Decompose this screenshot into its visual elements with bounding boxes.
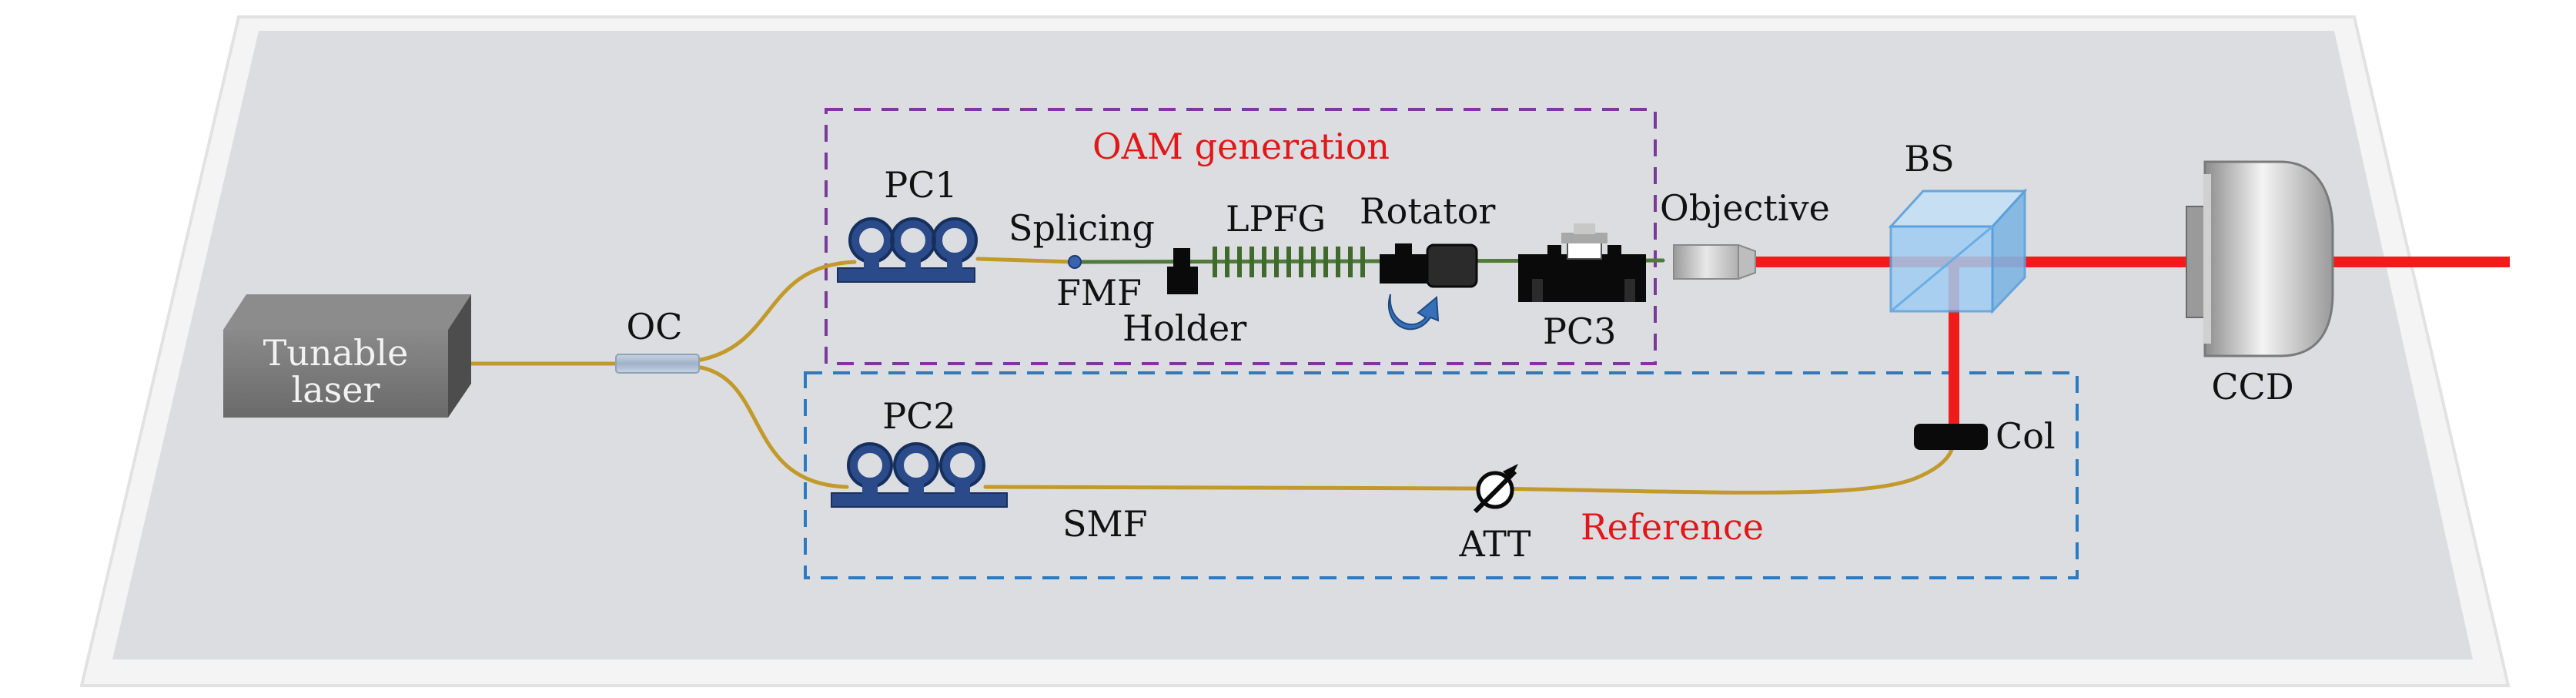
splicing-label: Splicing	[1009, 207, 1155, 249]
smf-fiber	[983, 435, 1956, 495]
oam-generation-box	[825, 108, 1657, 365]
optical-coupler: OC	[615, 306, 700, 374]
tunable-laser-label-line2: laser	[292, 369, 380, 411]
lpfg-grating	[1213, 247, 1365, 277]
ccd-camera	[2186, 160, 2334, 357]
collimator	[1914, 424, 1988, 450]
objective-lens	[1673, 243, 1756, 280]
fmf-label: FMF	[1056, 272, 1142, 314]
oam-generation-title: OAM generation	[1092, 126, 1390, 167]
lpfg-label: LPFG	[1226, 198, 1326, 240]
oc-to-pc2-fiber	[694, 364, 849, 489]
pc2-label: PC2	[882, 395, 955, 437]
fiber-holder	[1167, 267, 1198, 294]
ccd-label: CCD	[2211, 366, 2293, 408]
fiber-rotator	[1380, 243, 1478, 331]
pc1-label: PC1	[884, 164, 957, 206]
smf-label: SMF	[1062, 503, 1148, 545]
optical-table	[79, 15, 2511, 687]
rotation-arrow-icon	[1388, 294, 1440, 331]
bs-label: BS	[1904, 138, 1954, 180]
oc-label: OC	[627, 306, 683, 347]
polarization-controller-1: PC1	[837, 164, 978, 283]
tunable-laser-label-line1: Tunable	[263, 332, 409, 374]
beam-splitter	[1888, 188, 2028, 314]
pc3-label: PC3	[1543, 310, 1616, 352]
reference-box	[804, 371, 2079, 579]
rotator-label: Rotator	[1360, 190, 1495, 232]
holder-label: Holder	[1122, 307, 1246, 349]
attenuator	[1473, 464, 1518, 514]
oc-to-pc1-fiber	[694, 260, 857, 363]
splice-point	[1068, 255, 1082, 269]
pc1-to-splice-fiber	[975, 257, 1077, 264]
tunable-laser: Tunable laser	[223, 294, 471, 418]
polarization-controller-2: PC2	[831, 395, 1008, 508]
data-table-fill	[112, 31, 2473, 659]
col-label: Col	[1996, 415, 2056, 457]
attenuator-arrow-icon	[1503, 464, 1518, 479]
polarization-controller-3	[1518, 223, 1646, 302]
att-label: ATT	[1459, 523, 1531, 565]
reference-title: Reference	[1581, 506, 1764, 548]
objective-label: Objective	[1660, 187, 1830, 229]
